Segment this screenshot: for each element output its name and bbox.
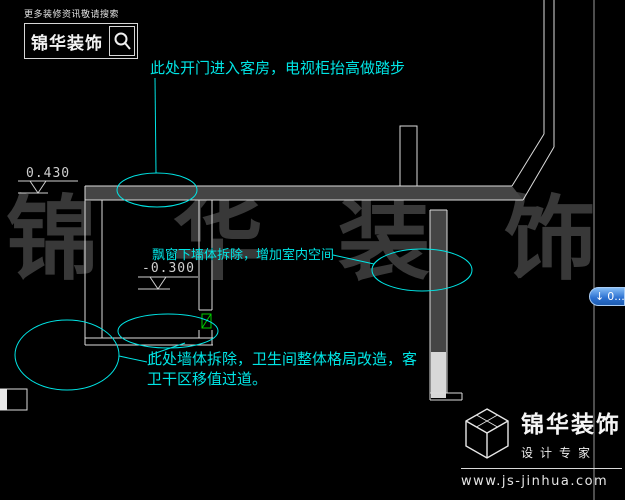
footer-divider	[461, 468, 622, 469]
annotation-marks	[14, 77, 473, 391]
door-swing	[201, 313, 212, 329]
note-bathroom-line1: 此处墙体拆除，卫生间整体格局改造，客	[147, 350, 417, 368]
page-scroll-button[interactable]: ↓ 0...	[589, 287, 625, 306]
elevation-value: -0.300	[142, 261, 195, 276]
leader-line-bottom	[149, 342, 186, 356]
wall-stub-left-fill	[0, 389, 7, 410]
footer-subtitle: 设计专家	[521, 446, 598, 460]
level-triangle	[29, 180, 47, 194]
revision-ellipse-bath	[14, 319, 120, 391]
revision-ellipse-door	[116, 172, 198, 208]
note-open-door: 此处开门进入客房，电视柜抬高做踏步	[150, 59, 405, 77]
header-brand-text: 锦华装饰	[31, 33, 103, 54]
leader-line-top	[154, 77, 157, 174]
cube-logo-icon	[465, 407, 509, 459]
revision-ellipse-wall	[117, 313, 219, 349]
door-leaf	[201, 313, 212, 329]
door-symbol	[201, 313, 212, 329]
wall-fill-main	[85, 186, 523, 200]
wall-line-diagonal	[522, 146, 555, 201]
wall-line-diagonal	[511, 133, 545, 187]
elevation-value: 0.430	[26, 166, 70, 181]
magnifier-icon	[114, 32, 131, 50]
background-watermark-text: 锦华装饰	[6, 185, 625, 293]
search-button[interactable]	[109, 26, 135, 56]
leader-line-middle	[332, 254, 375, 265]
elevation-marker-top: 0.430	[18, 166, 78, 194]
header-tagline: 更多装修资讯敬请搜索	[24, 10, 120, 20]
footer-url: www.js-jinhua.com	[461, 474, 609, 489]
elevation-marker-middle: -0.300	[138, 261, 198, 290]
revision-ellipse-window	[371, 248, 473, 292]
header-brand-box: 锦华装饰	[24, 23, 138, 59]
footer-brand-block: 锦华装饰 设计专家 www.js-jinhua.com	[461, 405, 622, 489]
down-arrow-icon: ↓	[595, 290, 605, 303]
wall-fill-right	[430, 210, 447, 393]
wall-column-stub	[399, 125, 418, 187]
scroll-button-label: 0...	[607, 290, 625, 303]
wall-stub-left	[0, 388, 28, 411]
note-bathroom-line2: 卫干区移值过道。	[147, 370, 267, 388]
wall-solid-column	[431, 352, 446, 398]
footer-brand-text: 锦华装饰	[521, 412, 621, 438]
leader-line-bottom2	[118, 355, 148, 363]
level-triangle	[149, 276, 167, 290]
site-header-logo: 更多装修资讯敬请搜索 锦华装饰	[24, 7, 138, 59]
note-bay-window: 飘窗下墙体拆除，增加室内空间	[152, 247, 334, 263]
